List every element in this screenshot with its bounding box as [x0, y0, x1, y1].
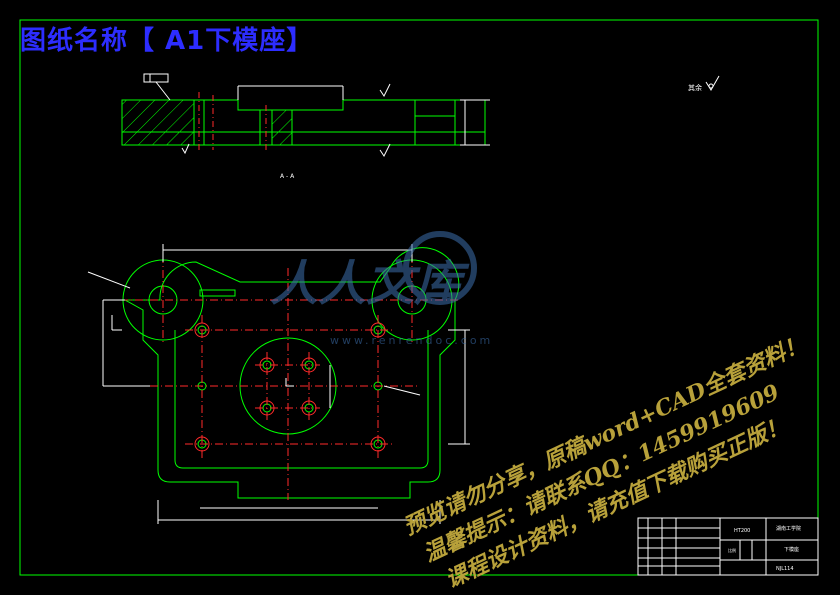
plan-outline [123, 247, 460, 499]
watermark-notice: 预览请勿分享，原稿word+CAD全套资料！ 温馨提示：请联系QQ：145991… [400, 331, 810, 594]
part-name-value: 下模座 [784, 546, 799, 553]
watermark-logo-icon [403, 231, 477, 305]
watermark-logo-text: 人人文库 [270, 256, 470, 312]
company-value: 湖南工学院 [776, 525, 801, 532]
roughness-symbol [379, 143, 391, 157]
watermark: 人人文库 www.renrendoc.com [270, 231, 493, 347]
drawing-number-value: NJL114 [776, 566, 794, 572]
hatched-region-right [271, 109, 293, 146]
section-label: A - A [280, 173, 295, 180]
center-lines [120, 255, 460, 500]
material-value: HT200 [734, 528, 750, 534]
section-view: A - A [121, 73, 490, 180]
dimension-lines [87, 244, 470, 524]
watermark-site: www.renrendoc.com [330, 334, 493, 347]
drawing-border [19, 19, 819, 576]
plan-view [87, 244, 470, 524]
svg-text:其余: 其余 [688, 83, 702, 92]
hatched-region-left [121, 99, 195, 146]
title-block: HT200 湖南工学院 下模座 NJL114 比例 [637, 517, 819, 576]
drawing-title: 图纸名称【 A1下模座】 [20, 26, 314, 56]
scale-label: 比例 [728, 547, 736, 553]
roughness-note: 其余 [688, 75, 720, 92]
flatness-tolerance-frame [143, 73, 169, 83]
watermark-line-2: 温馨提示：请联系QQ：1459919609 [420, 379, 784, 567]
view-arrow-a [111, 315, 294, 387]
roughness-symbol [379, 83, 391, 97]
